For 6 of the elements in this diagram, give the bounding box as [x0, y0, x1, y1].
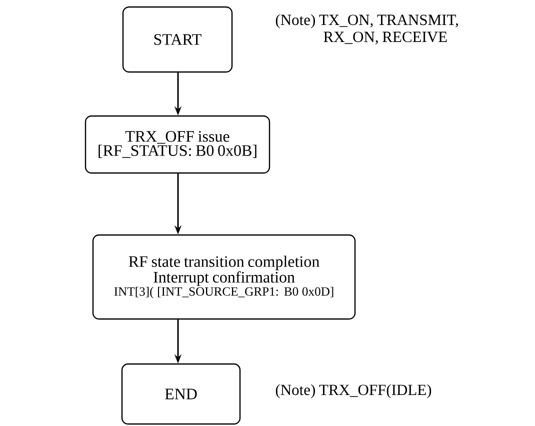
process-box: TRX_OFF issue [RF_STATUS: B0 0x0B]	[84, 115, 270, 174]
note-text: (Note) TX_ON, TRANSMIT, RX_ON, RECEIVE	[276, 14, 458, 44]
note-text: (Note) TRX_OFF(IDLE)	[276, 384, 432, 398]
process-box: START	[122, 6, 233, 73]
process-box: END	[121, 363, 241, 425]
process-box: RF state transition completion Interrupt confirmation INT[3]( [INT_SOURCE_GRP1: B0 0x0D]	[92, 234, 356, 320]
